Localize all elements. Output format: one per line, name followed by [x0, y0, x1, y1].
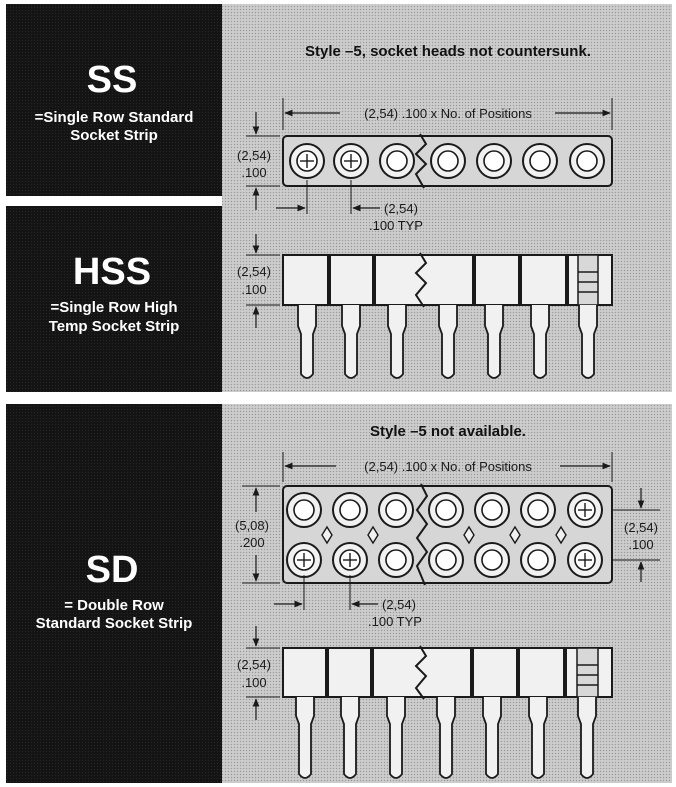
sd-upper-socket [286, 492, 322, 528]
sd-lower-socket-marked [567, 542, 603, 578]
ss-length-label: (2,54) .100 x No. of Positions [364, 106, 532, 121]
hss-label-panel [6, 206, 222, 392]
ss-description-line-1: =Single Row Standard [35, 109, 194, 126]
sd-upper-socket [474, 492, 510, 528]
sd-break-line [415, 483, 429, 586]
ss-top-view-strip [282, 133, 613, 189]
ss-break-line [414, 133, 428, 189]
sd-style-note: Style –5 not available. [370, 423, 526, 440]
sd-side-height-mm: (2,54) [237, 657, 271, 672]
sd-label-panel [6, 404, 222, 783]
sd-description-line-1: = Double Row [64, 597, 164, 614]
hss-description-line-2: Temp Socket Strip [49, 318, 180, 335]
sd-pitch-in: .100 TYP [368, 614, 422, 629]
sd-code: SD [86, 549, 139, 591]
ss-style-note: Style –5, socket heads not countersunk. [305, 43, 591, 60]
sd-end-pin-profile [576, 647, 599, 698]
ss-height-in: .100 [241, 165, 266, 180]
ss-pitch-in: .100 TYP [369, 218, 423, 233]
sd-height-mm: (5,08) [235, 518, 269, 533]
sd-description-line-2: Standard Socket Strip [36, 615, 193, 632]
ss-socket-1 [289, 143, 325, 179]
sd-lower-socket [378, 542, 414, 578]
ss-socket-7 [569, 143, 605, 179]
ss-socket-2 [333, 143, 369, 179]
hss-height-in: .100 [241, 282, 266, 297]
sd-height-in: .200 [239, 535, 264, 550]
hss-height-dimension: (2,54) .100 [237, 234, 280, 328]
hss-end-pin-profile [577, 254, 599, 306]
sd-upper-socket [332, 492, 368, 528]
ss-pitch-dimension: (2,54) .100 TYP [276, 180, 423, 233]
hss-height-mm: (2,54) [237, 264, 271, 279]
ss-socket-3 [379, 143, 415, 179]
sd-pitch-mm: (2,54) [382, 597, 416, 612]
sd-upper-row-sockets [286, 492, 603, 528]
sd-upper-socket [520, 492, 556, 528]
sd-upper-socket [378, 492, 414, 528]
sd-upper-socket-marked [567, 492, 603, 528]
sd-lower-row-sockets [286, 542, 603, 578]
hss-side-view-strip [282, 252, 613, 379]
ss-code: SS [87, 59, 138, 101]
ss-label-panel [6, 4, 222, 196]
sd-side-height-dimension: (2,54) .100 [237, 626, 280, 720]
ss-height-dimension: (2,54) .100 [237, 112, 280, 210]
ss-socket-4 [430, 143, 466, 179]
hss-code: HSS [73, 251, 151, 293]
sd-right-in: .100 [628, 537, 653, 552]
sd-upper-socket [428, 492, 464, 528]
sd-lower-socket [474, 542, 510, 578]
sd-side-height-in: .100 [241, 675, 266, 690]
sd-pins [295, 697, 597, 779]
sd-lower-socket-marked [332, 542, 368, 578]
sd-length-label: (2,54) .100 x No. of Positions [364, 459, 532, 474]
sd-side-view-strip [282, 645, 613, 779]
ss-pitch-mm: (2,54) [384, 201, 418, 216]
hss-description-line-1: =Single Row High [50, 299, 177, 316]
sd-lower-socket [428, 542, 464, 578]
sd-height-dimension: (5,08) .200 [235, 485, 280, 584]
ss-description-line-2: Socket Strip [70, 127, 158, 144]
sd-alignment-diamonds [321, 525, 567, 545]
ss-socket-5 [476, 143, 512, 179]
sd-pitch-dimension: (2,54) .100 TYP [274, 575, 422, 629]
sd-lower-socket [520, 542, 556, 578]
sd-top-view-strip [282, 483, 613, 586]
sd-right-dimension: (2,54) .100 [612, 488, 660, 582]
sd-right-mm: (2,54) [624, 520, 658, 535]
ss-socket-6 [522, 143, 558, 179]
hss-pins [297, 305, 598, 379]
ss-length-dimension: (2,54) .100 x No. of Positions [282, 98, 613, 130]
ss-height-mm: (2,54) [237, 148, 271, 163]
sd-lower-socket-marked [286, 542, 322, 578]
sd-length-dimension: (2,54) .100 x No. of Positions [282, 452, 613, 482]
